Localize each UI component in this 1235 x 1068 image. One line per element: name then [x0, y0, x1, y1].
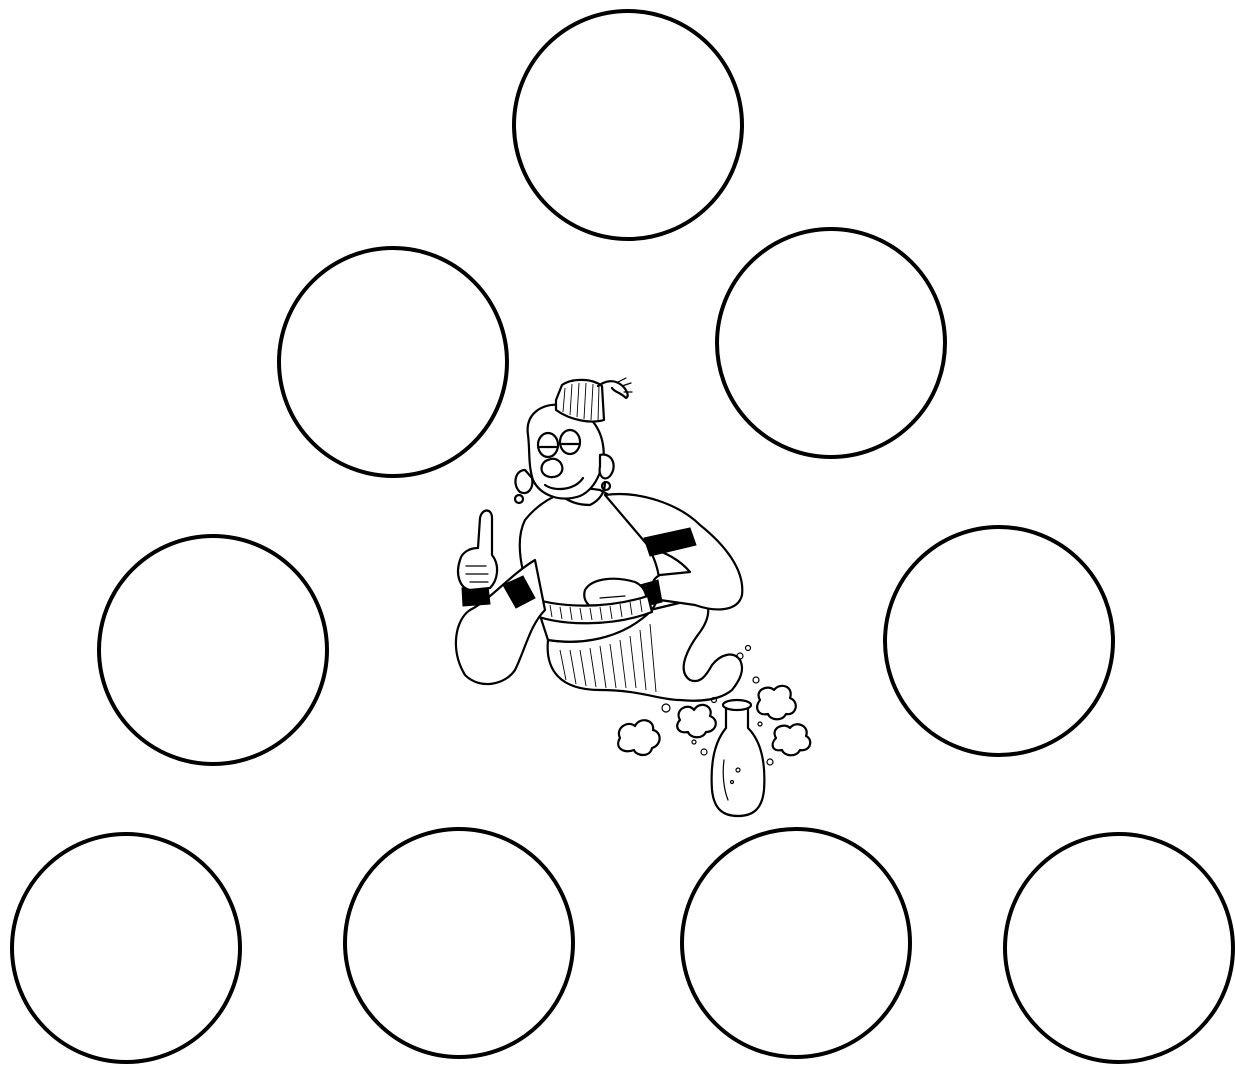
bottle-icon	[712, 700, 765, 816]
answer-circle-row3-left[interactable]	[99, 536, 327, 764]
answer-circle-row4-3[interactable]	[682, 829, 910, 1057]
answer-circle-row3-right[interactable]	[885, 527, 1113, 755]
answer-circle-top[interactable]	[514, 11, 742, 239]
answer-circle-row4-4[interactable]	[1005, 834, 1233, 1062]
answer-circle-row2-right[interactable]	[717, 229, 945, 457]
genie-icon	[456, 378, 742, 701]
answer-circle-row4-1[interactable]	[12, 834, 240, 1062]
answer-circle-row2-left[interactable]	[279, 248, 507, 476]
answer-circle-row4-2[interactable]	[345, 829, 573, 1057]
